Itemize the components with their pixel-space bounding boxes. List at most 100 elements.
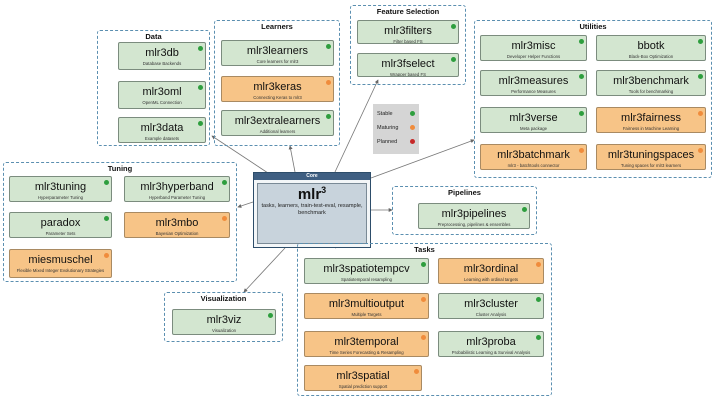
pkg-mlr3cluster[interactable]: mlr3cluster Cluster Analysis — [438, 293, 544, 319]
status-dot-icon — [104, 253, 109, 258]
pkg-mlr3batchmark[interactable]: mlr3batchmark mlr3 - batchtools connecto… — [480, 144, 587, 170]
legend-planned: Planned — [377, 135, 415, 149]
pkg-mlr3viz[interactable]: mlr3viz Visualization — [172, 309, 276, 335]
pkg-desc: Hyperband Parameter Tuning — [148, 195, 206, 200]
group-feature-selection: Feature Selection — [350, 5, 466, 85]
pkg-name: mlr3filters — [384, 25, 432, 37]
status-dot-icon — [579, 111, 584, 116]
pkg-desc: Tuning spaces for mlr3 learners — [620, 163, 682, 168]
pkg-name: miesmuschel — [28, 254, 93, 266]
group-pipelines: Pipelines — [392, 186, 537, 235]
status-dot-icon — [451, 57, 456, 62]
pkg-name: mlr3fselect — [381, 58, 435, 70]
pkg-mlr3benchmark[interactable]: mlr3benchmark Tools for benchmarking — [596, 70, 706, 96]
pkg-name: mlr3mbo — [155, 217, 199, 229]
pkg-mlr3hyperband[interactable]: mlr3hyperband Hyperband Parameter Tuning — [124, 176, 230, 202]
pkg-mlr3fairness[interactable]: mlr3fairness Fairness in Machine Learnin… — [596, 107, 706, 133]
status-dot-icon — [414, 369, 419, 374]
pkg-desc: Meta package — [520, 126, 547, 131]
pkg-desc: Visualization — [211, 328, 237, 333]
status-dot-icon — [326, 44, 331, 49]
pkg-desc: Filter based FS — [393, 39, 423, 44]
pkg-desc: Example datasets — [144, 136, 180, 141]
status-dot-icon — [421, 297, 426, 302]
pkg-mlr3spatial[interactable]: mlr3spatial Spatial prediction support — [304, 365, 422, 391]
pkg-desc: Spatial prediction support — [338, 384, 388, 389]
pkg-mlr3fselect[interactable]: mlr3fselect Wrapper based FS — [357, 53, 459, 77]
status-dot-icon — [579, 148, 584, 153]
pkg-name: mlr3spatial — [336, 370, 390, 382]
pkg-mlr3ordinal[interactable]: mlr3ordinal Learning with ordinal target… — [438, 258, 544, 284]
core-package[interactable]: Core mlr3 tasks, learners, train-test-ev… — [253, 172, 371, 248]
pkg-mlr3db[interactable]: mlr3db Database Backends — [118, 42, 206, 70]
pkg-mlr3multioutput[interactable]: mlr3multioutput Multiple Targets — [304, 293, 429, 319]
pkg-mlr3learners[interactable]: mlr3learners Core learners for mlr3 — [221, 40, 334, 66]
core-header: Core — [254, 173, 370, 180]
status-dot-icon — [104, 180, 109, 185]
group-data: Data — [97, 30, 210, 146]
pkg-name: mlr3measures — [498, 75, 569, 87]
core-name: mlr3 — [258, 185, 366, 203]
pkg-mlr3pipelines[interactable]: mlr3pipelines Preprocessing, pipelines &… — [418, 203, 530, 229]
pkg-name: mlr3learners — [246, 45, 309, 57]
status-dot-icon — [579, 39, 584, 44]
pkg-mlr3spatiotempcv[interactable]: mlr3spatiotempcv Spatiotemporal resampli… — [304, 258, 429, 284]
status-dot-icon — [536, 335, 541, 340]
pkg-mlr3tuning[interactable]: mlr3tuning Hyperparameter Tuning — [9, 176, 112, 202]
pkg-desc: Tools for benchmarking — [628, 89, 674, 94]
pkg-desc: Black-Box Optimization — [628, 54, 674, 59]
core-desc: tasks, learners, train-test-eval, resamp… — [261, 203, 363, 216]
pkg-desc: mlr3 - batchtools connector — [507, 163, 560, 168]
pkg-name: mlr3pipelines — [441, 208, 507, 220]
pkg-mlr3extralearners[interactable]: mlr3extralearners Additional learners — [221, 110, 334, 136]
pkg-name: bbotk — [637, 40, 665, 52]
pkg-name: mlr3tuning — [34, 181, 87, 193]
pkg-miesmuschel[interactable]: miesmuschel Flexible Mixed Integer Evolu… — [9, 249, 112, 278]
pkg-desc: Learning with ordinal targets — [464, 277, 518, 282]
pkg-mlr3proba[interactable]: mlr3proba Probabilistic Learning & Survi… — [438, 331, 544, 357]
status-dot-icon — [326, 114, 331, 119]
pkg-mlr3filters[interactable]: mlr3filters Filter based FS — [357, 20, 459, 44]
status-dot-icon — [698, 74, 703, 79]
pkg-mlr3oml[interactable]: mlr3oml OpenML Connection — [118, 81, 206, 109]
group-learners: Learners — [214, 20, 340, 146]
status-dot-icon — [104, 216, 109, 221]
pkg-desc: Spatiotemporal resampling — [340, 277, 393, 282]
core-name-sup: 3 — [321, 185, 327, 195]
pkg-desc: Probabilistic Learning & Survival Analys… — [451, 350, 531, 355]
pkg-name: mlr3multioutput — [328, 298, 405, 310]
pkg-mlr3verse[interactable]: mlr3verse Meta package — [480, 107, 587, 133]
status-dot-icon — [222, 216, 227, 221]
group-title: Learners — [261, 22, 293, 31]
pkg-mlr3keras[interactable]: mlr3keras Connecting Keras to mlr3 — [221, 76, 334, 102]
pkg-paradox[interactable]: paradox Parameter Sets — [9, 212, 112, 238]
pkg-mlr3mbo[interactable]: mlr3mbo Bayesian Optimization — [124, 212, 230, 238]
pkg-bbotk[interactable]: bbotk Black-Box Optimization — [596, 35, 706, 61]
pkg-mlr3temporal[interactable]: mlr3temporal Time Series Forecasting & R… — [304, 331, 429, 357]
status-dot-icon — [579, 74, 584, 79]
status-legend: Stable Maturing Planned — [373, 104, 419, 154]
pkg-name: mlr3proba — [466, 336, 516, 348]
pkg-name: mlr3cluster — [464, 298, 518, 310]
group-visualization: Visualization — [164, 292, 283, 342]
pkg-mlr3data[interactable]: mlr3data Example datasets — [118, 117, 206, 143]
pkg-mlr3misc[interactable]: mlr3misc Developer Helper Functions — [480, 35, 587, 61]
pkg-name: mlr3extralearners — [234, 115, 321, 127]
group-title: Feature Selection — [376, 7, 440, 16]
pkg-name: mlr3db — [145, 47, 179, 59]
pkg-desc: Time Series Forecasting & Resampling — [329, 350, 404, 355]
pkg-name: mlr3fairness — [621, 112, 681, 124]
legend-label: Stable — [377, 111, 393, 117]
status-dot-icon — [698, 148, 703, 153]
status-dot-icon — [698, 39, 703, 44]
pkg-desc: Developer Helper Functions — [506, 54, 561, 59]
pkg-desc: Multiple Targets — [351, 312, 382, 317]
group-tasks: Tasks — [297, 243, 552, 396]
pkg-name: mlr3viz — [206, 314, 242, 326]
pkg-mlr3tuningspaces[interactable]: mlr3tuningspaces Tuning spaces for mlr3 … — [596, 144, 706, 170]
pkg-name: mlr3spatiotempcv — [323, 263, 410, 275]
pkg-mlr3measures[interactable]: mlr3measures Performance Measures — [480, 70, 587, 96]
status-dot-icon — [698, 111, 703, 116]
stable-dot-icon — [410, 111, 415, 116]
